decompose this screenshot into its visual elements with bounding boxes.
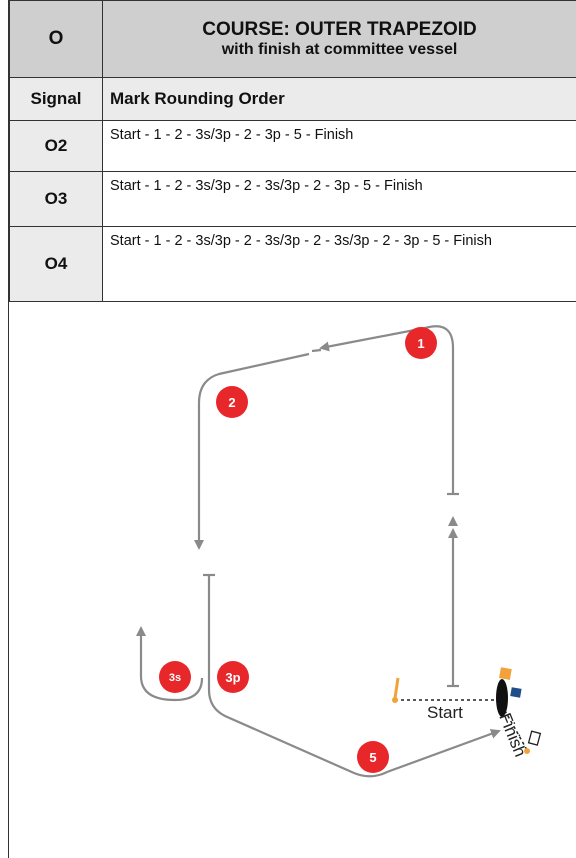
mark-3p: 3p — [217, 661, 249, 693]
mark-1: 1 — [405, 327, 437, 359]
order-cell: Start - 1 - 2 - 3s/3p - 2 - 3p - 5 - Fin… — [102, 120, 576, 172]
table-row: O2 Start - 1 - 2 - 3s/3p - 2 - 3p - 5 - … — [9, 120, 576, 172]
svg-text:2: 2 — [228, 395, 235, 410]
course-lines — [136, 325, 501, 778]
mark-5: 5 — [357, 741, 389, 773]
signal-cell: O4 — [9, 226, 103, 302]
committee-vessel-icon — [496, 667, 522, 717]
course-title-cell: COURSE: OUTER TRAPEZOID with finish at c… — [102, 0, 576, 78]
svg-text:3s: 3s — [169, 672, 181, 684]
table-row: O3 Start - 1 - 2 - 3s/3p - 2 - 3s/3p - 2… — [9, 171, 576, 227]
course-diagram: Start Finish 1 2 3s 3p 5 — [136, 325, 542, 778]
course-title: COURSE: OUTER TRAPEZOID — [202, 18, 477, 40]
finish-label: Finish — [495, 710, 530, 759]
course-table: O COURSE: OUTER TRAPEZOID with finish at… — [9, 0, 576, 302]
table-row: O4 Start - 1 - 2 - 3s/3p - 2 - 3s/3p - 2… — [9, 226, 576, 302]
order-cell: Start - 1 - 2 - 3s/3p - 2 - 3s/3p - 2 - … — [102, 171, 576, 227]
signal-cell: O3 — [9, 171, 103, 227]
course-leg-3s — [136, 626, 204, 702]
signal-cell: O2 — [9, 120, 103, 172]
course-leg-1-to-2 — [311, 348, 322, 353]
svg-text:5: 5 — [369, 750, 376, 765]
signal-column-header: Signal — [9, 77, 103, 121]
finish-mark-icon — [524, 730, 542, 754]
column-header-row: Signal Mark Rounding Order — [9, 77, 576, 121]
order-cell: Start - 1 - 2 - 3s/3p - 2 - 3s/3p - 2 - … — [102, 226, 576, 302]
course-leg-to-2 — [194, 352, 310, 550]
pin-flag-icon — [392, 677, 400, 703]
course-leg-3p-to-5 — [207, 575, 501, 778]
course-header-row: O COURSE: OUTER TRAPEZOID with finish at… — [9, 0, 576, 78]
svg-text:1: 1 — [417, 336, 424, 351]
svg-text:3p: 3p — [225, 670, 240, 685]
start-label: Start — [427, 703, 463, 722]
order-column-header: Mark Rounding Order — [102, 77, 576, 121]
mark-3s: 3s — [159, 661, 191, 693]
course-sheet: O COURSE: OUTER TRAPEZOID with finish at… — [8, 0, 576, 858]
mark-2: 2 — [216, 386, 248, 418]
course-code: O — [9, 0, 103, 78]
course-subtitle: with finish at committee vessel — [221, 40, 458, 58]
